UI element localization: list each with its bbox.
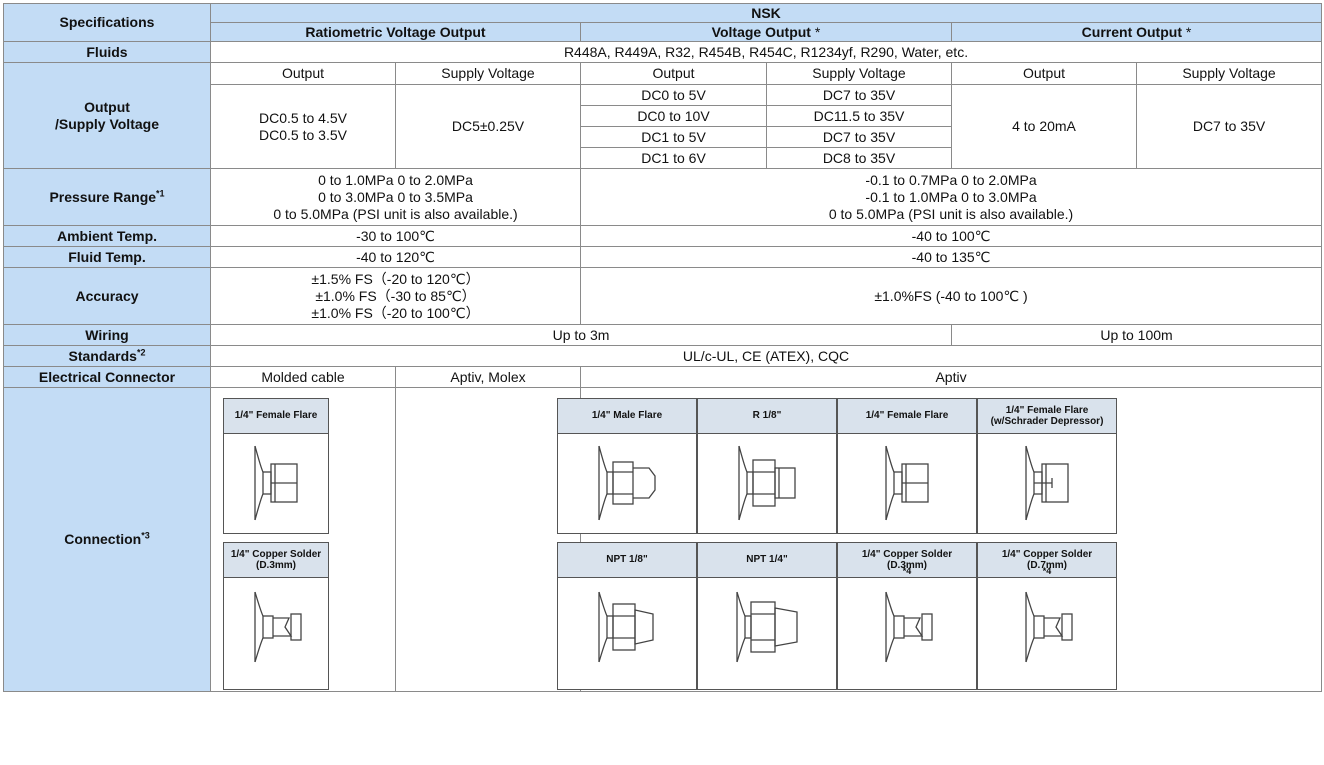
row-label-connection: Connection*3: [3, 387, 211, 692]
col-supply: Supply Voltage: [766, 62, 952, 85]
female-flare-icon: [254, 445, 298, 520]
fluid-temp-other-value: -40 to 135℃: [579, 246, 1323, 268]
fitting-label: 1/4" Female Flare: [224, 398, 328, 434]
fitting-card: NPT 1/4": [697, 541, 837, 690]
spec-table: Specifications NSK Ratiometric Voltage O…: [3, 3, 1323, 692]
header-specifications: Specifications: [3, 3, 211, 42]
ambient-other-value: -40 to 100℃: [579, 225, 1323, 247]
col-output: Output: [210, 62, 396, 85]
voltage-output-value: DC0 to 5V: [580, 84, 767, 106]
fitting-label: 1/4" Copper Solder (D.7mm)*4: [978, 542, 1116, 578]
pressure-ratio-value: 0 to 1.0MPa 0 to 2.0MPa 0 to 3.0MPa 0 to…: [210, 168, 581, 226]
voltage-supply-value: DC7 to 35V: [766, 126, 952, 148]
copper-solder-icon: [885, 591, 933, 662]
connection-empty-cell: [395, 387, 581, 692]
fitting-card: 1/4" Female Flare (w/Schrader Depressor): [977, 397, 1117, 534]
wiring-long-value: Up to 100m: [950, 324, 1323, 346]
connection-ratio-cell: 1/4" Female Flare 1/4" Copper Solder (D.…: [210, 387, 396, 692]
header-ratiometric: Ratiometric Voltage Output: [210, 22, 581, 42]
copper-solder-icon: [254, 591, 302, 662]
npt-icon: [736, 591, 798, 662]
connector-molded: Molded cable: [210, 366, 396, 388]
male-flare-icon: [598, 445, 656, 520]
header-brand: NSK: [209, 3, 1323, 23]
connector-aptiv: Aptiv: [579, 366, 1323, 388]
fluid-temp-ratio-value: -40 to 120℃: [210, 246, 581, 268]
pressure-other-value: -0.1 to 0.7MPa 0 to 2.0MPa -0.1 to 1.0MP…: [579, 168, 1323, 226]
fitting-label: 1/4" Male Flare: [558, 398, 696, 434]
current-supply-value: DC7 to 35V: [1135, 84, 1323, 169]
voltage-output-value: DC0 to 10V: [580, 105, 767, 127]
fitting-card: R 1/8": [697, 397, 837, 534]
row-label-fluids: Fluids: [3, 41, 211, 63]
row-label-accuracy: Accuracy: [3, 267, 211, 325]
fitting-card: 1/4" Female Flare: [223, 397, 329, 534]
voltage-output-value: DC1 to 5V: [580, 126, 767, 148]
col-supply: Supply Voltage: [1135, 62, 1323, 85]
fitting-card: 1/4" Male Flare: [557, 397, 697, 534]
female-flare-icon: [885, 445, 929, 520]
col-supply: Supply Voltage: [395, 62, 581, 85]
row-label-connector: Electrical Connector: [3, 366, 211, 388]
fitting-label: NPT 1/4": [698, 542, 836, 578]
accuracy-ratio-value: ±1.5% FS（-20 to 120℃） ±1.0% FS（-30 to 85…: [210, 267, 581, 325]
fitting-label: R 1/8": [698, 398, 836, 434]
row-label-output: Output /Supply Voltage: [3, 62, 211, 169]
fitting-label: 1/4" Female Flare (w/Schrader Depressor): [978, 398, 1116, 434]
header-current-output: Current Output *: [950, 22, 1323, 42]
fitting-card: NPT 1/8": [557, 541, 697, 690]
header-voltage-output: Voltage Output *: [580, 22, 952, 42]
threaded-fitting-icon: [738, 445, 796, 520]
fluids-value: R448A, R449A, R32, R454B, R454C, R1234yf…: [209, 41, 1323, 63]
standards-value: UL/c-UL, CE (ATEX), CQC: [209, 345, 1323, 367]
current-output-value: 4 to 20mA: [951, 84, 1137, 169]
copper-solder-icon: [1025, 591, 1073, 662]
wiring-short-value: Up to 3m: [210, 324, 952, 346]
row-label-pressure: Pressure Range*1: [3, 168, 211, 226]
fitting-label: 1/4" Copper Solder (D.3mm)*4: [838, 542, 976, 578]
fitting-label: 1/4" Copper Solder (D.3mm): [224, 542, 328, 578]
fitting-card: 1/4" Female Flare: [837, 397, 977, 534]
voltage-supply-value: DC8 to 35V: [766, 147, 952, 169]
fitting-card: 1/4" Copper Solder (D.3mm): [223, 541, 329, 690]
voltage-output-value: DC1 to 6V: [580, 147, 767, 169]
ratio-supply-value: DC5±0.25V: [395, 84, 581, 169]
fitting-label: NPT 1/8": [558, 542, 696, 578]
col-output: Output: [580, 62, 767, 85]
ratio-output-value: DC0.5 to 4.5V DC0.5 to 3.5V: [210, 84, 396, 169]
fitting-label: 1/4" Female Flare: [838, 398, 976, 434]
row-label-ambient: Ambient Temp.: [3, 225, 211, 247]
connection-other-cell: 1/4" Male Flare R 1/8" 1/4" Female Flare…: [557, 387, 1323, 692]
row-label-fluid-temp: Fluid Temp.: [3, 246, 211, 268]
female-flare-schrader-icon: [1025, 445, 1069, 520]
accuracy-other-value: ±1.0%FS (-40 to 100℃ ): [579, 267, 1323, 325]
row-label-wiring: Wiring: [3, 324, 211, 346]
voltage-supply-value: DC11.5 to 35V: [766, 105, 952, 127]
ambient-ratio-value: -30 to 100℃: [210, 225, 581, 247]
voltage-supply-value: DC7 to 35V: [766, 84, 952, 106]
npt-icon: [598, 591, 654, 662]
fitting-card: 1/4" Copper Solder (D.3mm)*4: [837, 541, 977, 690]
connector-aptiv-molex: Aptiv, Molex: [395, 366, 581, 388]
row-label-standards: Standards*2: [3, 345, 211, 367]
fitting-card: 1/4" Copper Solder (D.7mm)*4: [977, 541, 1117, 690]
col-output: Output: [951, 62, 1137, 85]
